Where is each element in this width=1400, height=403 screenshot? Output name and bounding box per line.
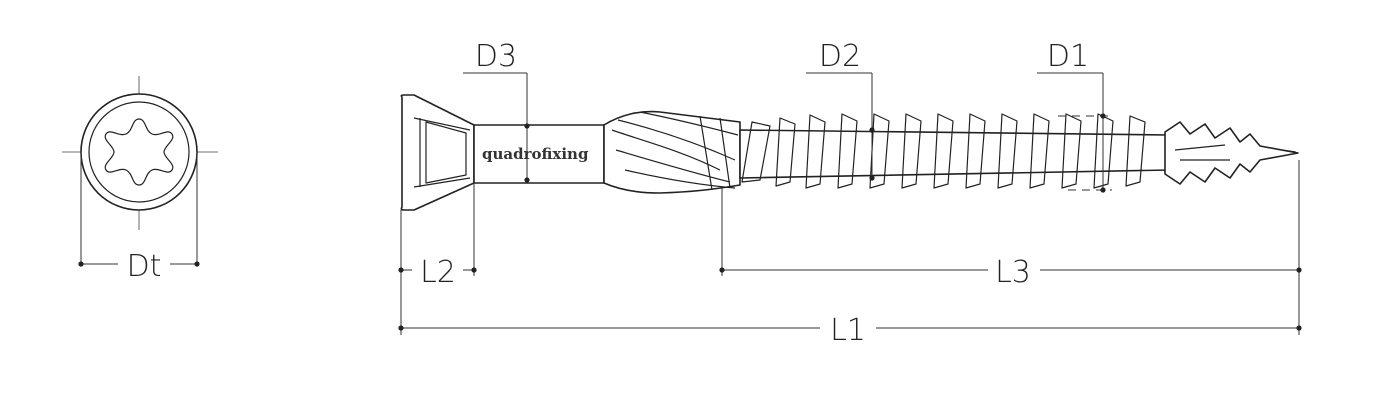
d1-dimension: D1 [1037, 39, 1112, 193]
d3-dimension: D3 [463, 39, 530, 183]
l2-dot-right [471, 267, 477, 273]
l1-dimension: L1 [398, 313, 1302, 348]
l3-dot-left [719, 267, 725, 273]
head-cone [425, 121, 467, 184]
brand-text: quadrofixing [482, 145, 589, 163]
l1-label: L1 [830, 313, 866, 348]
milling-grooves [611, 111, 739, 191]
l2-dimension: L2 [398, 183, 477, 335]
d2-dot-top [869, 127, 875, 133]
l3-dimension: L3 [719, 160, 1302, 335]
head-outer-circle [80, 93, 198, 211]
d3-dot-top [524, 123, 530, 129]
d2-dimension: D2 [806, 39, 875, 181]
screw-tip [1164, 121, 1299, 185]
torx-recess-icon [104, 118, 174, 186]
dt-dot-left [78, 261, 84, 267]
head-ribs [413, 117, 471, 188]
screw-shank [473, 124, 605, 184]
thread-teeth [741, 113, 1146, 189]
l1-dot-right [1296, 325, 1302, 331]
dt-dot-right [194, 261, 200, 267]
d3-label: D3 [475, 39, 517, 74]
dt-label: Dt [127, 249, 162, 284]
d2-label: D2 [819, 39, 861, 74]
l1-dot-left [398, 325, 404, 331]
l2-label: L2 [420, 255, 456, 290]
head-inner-circle [88, 101, 190, 203]
d1-dot-top [1100, 113, 1106, 119]
d1-dot-bottom [1100, 187, 1106, 193]
d2-dot-bottom [869, 175, 875, 181]
l2-dot-left [398, 267, 404, 273]
l3-dot-right [1296, 267, 1302, 273]
d1-label: D1 [1047, 39, 1089, 74]
tip-grooves [1174, 144, 1230, 161]
screw-side-view: quadrofixing [400, 94, 1299, 211]
l3-label: L3 [995, 255, 1031, 290]
d3-dot-bottom [524, 177, 530, 183]
head-view: Dt [62, 76, 218, 284]
screw-head [400, 94, 475, 211]
